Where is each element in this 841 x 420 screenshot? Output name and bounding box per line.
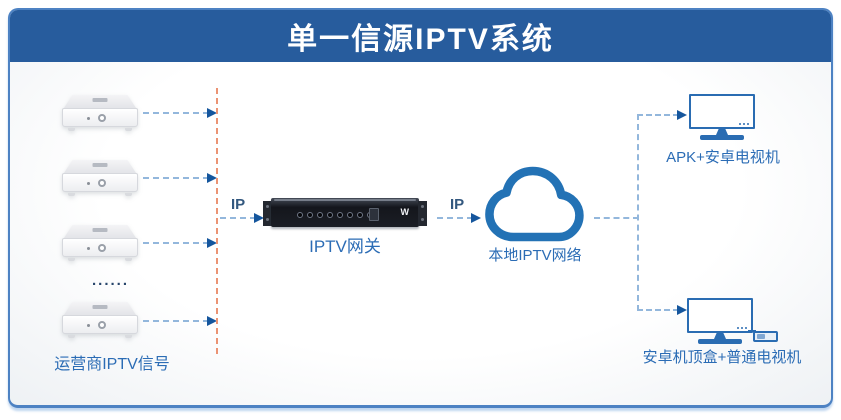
tv-stand-base	[700, 135, 744, 140]
stb-feet	[68, 128, 132, 131]
stb-feet	[68, 193, 132, 196]
stb-top-face	[64, 95, 136, 108]
tv-stand-neck	[716, 129, 728, 135]
cloud-label: 本地IPTV网络	[488, 247, 582, 264]
collector-line	[216, 88, 218, 354]
stb-top-face	[64, 225, 136, 238]
gateway-ports	[297, 212, 373, 218]
endpoint-link-bottom	[637, 309, 679, 311]
ip-in-line	[220, 217, 256, 219]
source-stb-4	[62, 302, 138, 338]
arrow-right-icon	[677, 110, 687, 120]
source-stb-2	[62, 160, 138, 196]
stb-power-button-icon	[98, 179, 106, 187]
stb-logo	[92, 228, 108, 232]
stb-power-button-icon	[98, 321, 106, 329]
tv-controls-dots	[737, 327, 747, 329]
tv-controls-dots	[739, 123, 749, 125]
android-tv-icon	[689, 94, 755, 140]
arrow-right-icon	[677, 305, 687, 315]
diagram-frame: 单一信源IPTV系统 ...... 运营商IPTV信号	[8, 8, 833, 408]
arrow-right-icon	[471, 213, 481, 223]
stb-led	[87, 247, 90, 250]
gateway-module	[369, 208, 379, 221]
stb-logo	[92, 163, 108, 167]
android-stb-icon	[748, 330, 778, 342]
endpoint-label-top: APK+安卓电视机	[666, 149, 780, 166]
gateway-logo: W	[400, 207, 410, 217]
source-link-1	[143, 112, 209, 114]
stb-front-face	[62, 238, 138, 257]
ip-out-line	[437, 217, 473, 219]
ip-out-label: IP	[450, 196, 465, 213]
stb-front-face	[62, 315, 138, 334]
stb-front-face	[62, 173, 138, 192]
arrow-right-icon	[207, 316, 217, 326]
more-sources-ellipsis: ......	[92, 272, 130, 289]
cloud-out-line	[594, 217, 639, 219]
title-bar: 单一信源IPTV系统	[10, 10, 831, 62]
source-stb-3	[62, 225, 138, 261]
stb-power-button-icon	[98, 114, 106, 122]
stb-feet	[68, 335, 132, 338]
source-stb-1	[62, 95, 138, 131]
stb-led	[87, 117, 90, 120]
sources-label: 运营商IPTV信号	[54, 356, 170, 373]
stb-logo	[92, 98, 108, 102]
iptv-gateway-device: W	[263, 198, 427, 228]
arrow-right-icon	[207, 173, 217, 183]
diagram-title: 单一信源IPTV系统	[287, 23, 554, 56]
endpoint-link-top	[637, 114, 679, 116]
endpoint-label-bottom: 安卓机顶盒+普通电视机	[642, 349, 802, 366]
rack-ear	[263, 201, 272, 226]
ip-in-label: IP	[231, 196, 246, 213]
tv-stand-base	[698, 339, 742, 344]
tv-stand-neck	[714, 333, 726, 339]
tv-screen	[689, 94, 755, 129]
source-link-2	[143, 177, 209, 179]
ordinary-tv-icon	[687, 298, 753, 344]
gateway-chassis: W	[271, 198, 419, 227]
source-link-3	[143, 242, 209, 244]
stb-feet	[68, 258, 132, 261]
stb-power-button-icon	[98, 244, 106, 252]
arrow-right-icon	[254, 213, 264, 223]
stb-front-face	[62, 108, 138, 127]
tv-screen	[687, 298, 753, 333]
stb-led	[87, 324, 90, 327]
stb-top-face	[64, 160, 136, 173]
source-link-4	[143, 320, 209, 322]
arrow-right-icon	[207, 238, 217, 248]
stb-top-face	[64, 302, 136, 315]
endpoint-branch-line	[637, 114, 639, 311]
cloud-icon	[485, 166, 584, 242]
arrow-right-icon	[207, 108, 217, 118]
stb-led	[87, 182, 90, 185]
rack-ear	[418, 201, 427, 226]
stb-logo	[92, 305, 108, 309]
gateway-label: IPTV网关	[309, 237, 381, 256]
